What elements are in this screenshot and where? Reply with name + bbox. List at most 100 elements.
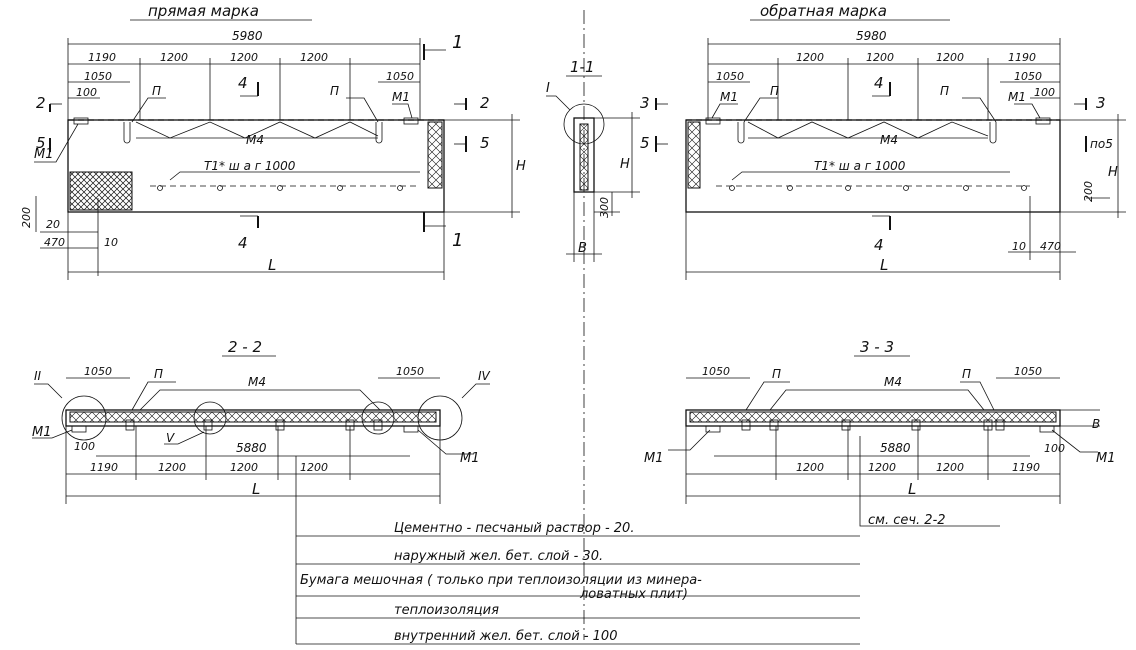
layer-inner-concrete: внутренний жел. бет. слой - 100: [394, 629, 617, 644]
label-back-m1-left: М1: [720, 90, 738, 104]
label-front-h: H: [516, 159, 526, 174]
label-back-l: L: [880, 256, 888, 274]
label-front-t1: Т1* ш а г 1000: [204, 159, 296, 173]
layer-paper-cont: ловатных плит): [579, 587, 688, 602]
label-front-p-right: П: [330, 84, 339, 98]
dim-back-1190: 1190: [1008, 51, 1036, 64]
dim-front-20: 20: [46, 218, 60, 231]
dim-s22-1190: 1190: [90, 461, 118, 474]
dim-back-1050-left: 1050: [716, 70, 744, 83]
cut-back-5-left: 5: [640, 134, 650, 152]
section-3-3: 3 - 3 1050 1050 П П М4 М1 М1 100 В 5880: [644, 338, 1116, 528]
label-front-p-left: П: [152, 84, 161, 98]
section-1-1: 1-1 I H 300 В: [546, 10, 640, 640]
dim-s22-1200-c: 1200: [300, 461, 328, 474]
section-2-2: 2 - 2 1050 1050 П М4 II IV V М1 М1 100: [32, 338, 491, 504]
label-front-m1-left: М1: [34, 147, 54, 162]
dim-section-300: 300: [598, 197, 611, 218]
dim-s22-1050-right: 1050: [396, 365, 424, 378]
layer-outer-concrete: наружный жел. бет. слой - 30.: [394, 549, 603, 564]
dim-s33-1050-right: 1050: [1014, 365, 1042, 378]
label-back-m4: М4: [880, 133, 898, 147]
layer-paper: Бумага мешочная ( только при теплоизоляц…: [300, 573, 702, 588]
dim-back-1200-b: 1200: [866, 51, 894, 64]
dim-front-1050-left: 1050: [84, 70, 112, 83]
label-front-l: L: [268, 256, 276, 274]
label-s22-node-v: V: [166, 431, 175, 445]
layers-callout: Цементно - песчаный раствор - 20. наружн…: [295, 456, 860, 645]
label-s22-m1-left: М1: [32, 425, 52, 440]
cut-front-5-left: 5: [36, 134, 46, 152]
dim-s22-5880: 5880: [236, 441, 267, 455]
dim-s33-1200-b: 1200: [868, 461, 896, 474]
label-back-p-left: П: [770, 84, 779, 98]
label-s22-node-ii: II: [34, 369, 42, 383]
cut-back-4-top: 4: [874, 74, 884, 92]
dim-s22-1200-a: 1200: [158, 461, 186, 474]
dim-front-1200-b: 1200: [230, 51, 258, 64]
section-2-2-title: 2 - 2: [228, 338, 262, 356]
dim-back-1200-c: 1200: [936, 51, 964, 64]
label-front-m4: М4: [246, 133, 264, 147]
label-s33-m4: М4: [884, 375, 902, 389]
dim-front-1200-c: 1200: [300, 51, 328, 64]
dim-front-1200-a: 1200: [160, 51, 188, 64]
dim-back-100: 100: [1034, 86, 1055, 99]
section-1-1-title: 1-1: [570, 58, 595, 76]
cut-front-1-bottom: 1: [452, 230, 463, 251]
cut-front-1-top: 1: [452, 32, 463, 53]
dim-front-1050-right: 1050: [386, 70, 414, 83]
label-s22-node-iv: IV: [478, 369, 491, 383]
dim-s33-1190: 1190: [1012, 461, 1040, 474]
cut-back-3-left: 3: [640, 94, 650, 112]
cut-front-2-left: 2: [36, 94, 46, 112]
label-node-i: I: [546, 81, 550, 96]
dim-s33-1050-left: 1050: [702, 365, 730, 378]
label-s22-p: П: [154, 367, 163, 381]
label-back-h: H: [1108, 165, 1118, 180]
label-s33-p-left: П: [772, 367, 781, 381]
dim-back-10: 10: [1012, 240, 1026, 253]
dim-s33-100: 100: [1044, 442, 1065, 455]
label-see-section: см. сеч. 2-2: [868, 513, 946, 528]
label-s22-m1-right: М1: [460, 451, 480, 466]
cut-front-5-right: 5: [480, 134, 490, 152]
cut-back-4-bottom: 4: [874, 236, 884, 254]
dim-front-10: 10: [104, 236, 118, 249]
back-view-title: обратная марка: [760, 2, 887, 20]
dim-s22-100: 100: [74, 440, 95, 453]
cut-front-4-bottom: 4: [238, 234, 248, 252]
dim-s33-1200-a: 1200: [796, 461, 824, 474]
front-view: прямая марка 5980 1190 1200 1200 1200 10…: [20, 2, 526, 280]
dim-front-200: 200: [20, 207, 33, 228]
dim-s33-5880: 5880: [880, 441, 911, 455]
label-back-m1-right: М1: [1008, 90, 1026, 104]
label-s33-l: L: [908, 480, 916, 498]
layer-insulation: теплоизоляция: [394, 603, 499, 618]
dim-back-1050-right: 1050: [1014, 70, 1042, 83]
label-s22-l: L: [252, 480, 260, 498]
cut-front-4-top: 4: [238, 74, 248, 92]
cut-back-3-right: 3: [1096, 94, 1106, 112]
dim-front-1190: 1190: [88, 51, 116, 64]
label-s33-m1-right: М1: [1096, 451, 1116, 466]
label-back-p-right: П: [940, 84, 949, 98]
dim-s22-1050-left: 1050: [84, 365, 112, 378]
dim-front-total: 5980: [232, 29, 263, 43]
front-view-title: прямая марка: [148, 2, 259, 20]
label-s33-p-right: П: [962, 367, 971, 381]
label-section-b: В: [578, 241, 587, 256]
section-3-3-title: 3 - 3: [860, 338, 894, 356]
label-s33-m1-left: М1: [644, 451, 664, 466]
label-back-t1: Т1* ш а г 1000: [814, 159, 906, 173]
label-front-m1-right: М1: [392, 90, 410, 104]
dim-s22-1200-b: 1200: [230, 461, 258, 474]
dim-front-100: 100: [76, 86, 97, 99]
cut-back-po5: по5: [1090, 137, 1113, 151]
label-s22-m4: М4: [248, 375, 266, 389]
back-view: обратная марка 5980 1200 1200 1200 1190 …: [640, 2, 1126, 280]
dim-back-200: 200: [1082, 181, 1095, 202]
dim-s33-1200-c: 1200: [936, 461, 964, 474]
dim-back-1200-a: 1200: [796, 51, 824, 64]
